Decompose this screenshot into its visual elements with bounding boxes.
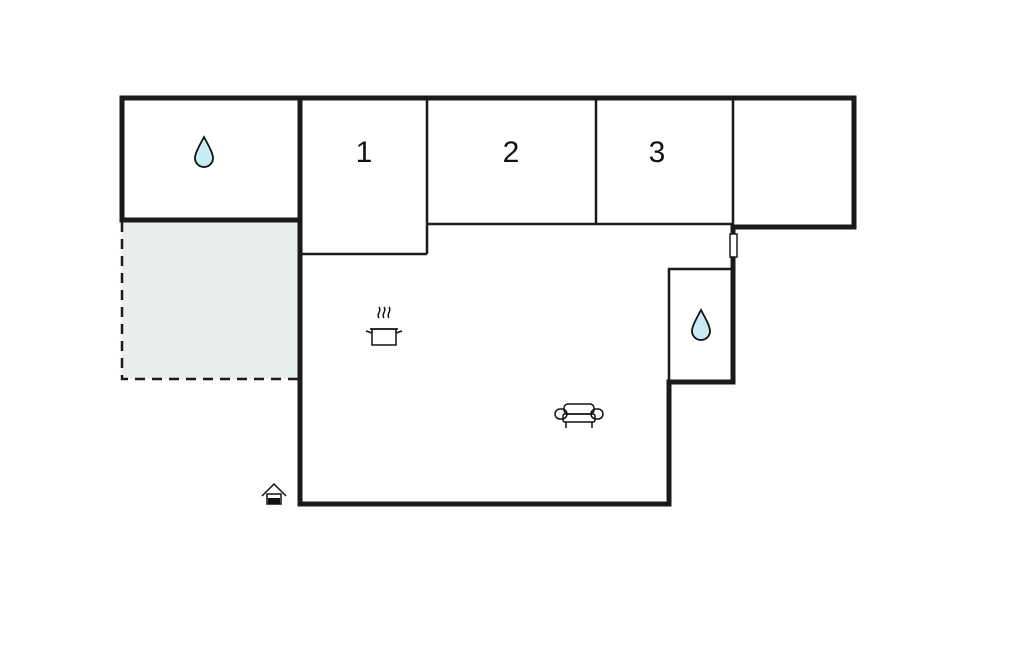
- terrace: [120, 222, 300, 381]
- sofa-icon: [554, 403, 604, 428]
- entrance-house-icon: [261, 482, 287, 505]
- water-drop-icon: [194, 135, 214, 168]
- room-label-3: 3: [649, 136, 666, 169]
- water-drop-icon: [691, 308, 711, 341]
- main-outline: [297, 95, 857, 507]
- cooking-pot-icon: [365, 306, 403, 346]
- bathroom-small-walls: [667, 267, 735, 384]
- room-label-2: 2: [503, 136, 520, 169]
- window-marker: [729, 233, 738, 258]
- interior-walls: [300, 98, 735, 384]
- room-label-1: 1: [356, 136, 373, 169]
